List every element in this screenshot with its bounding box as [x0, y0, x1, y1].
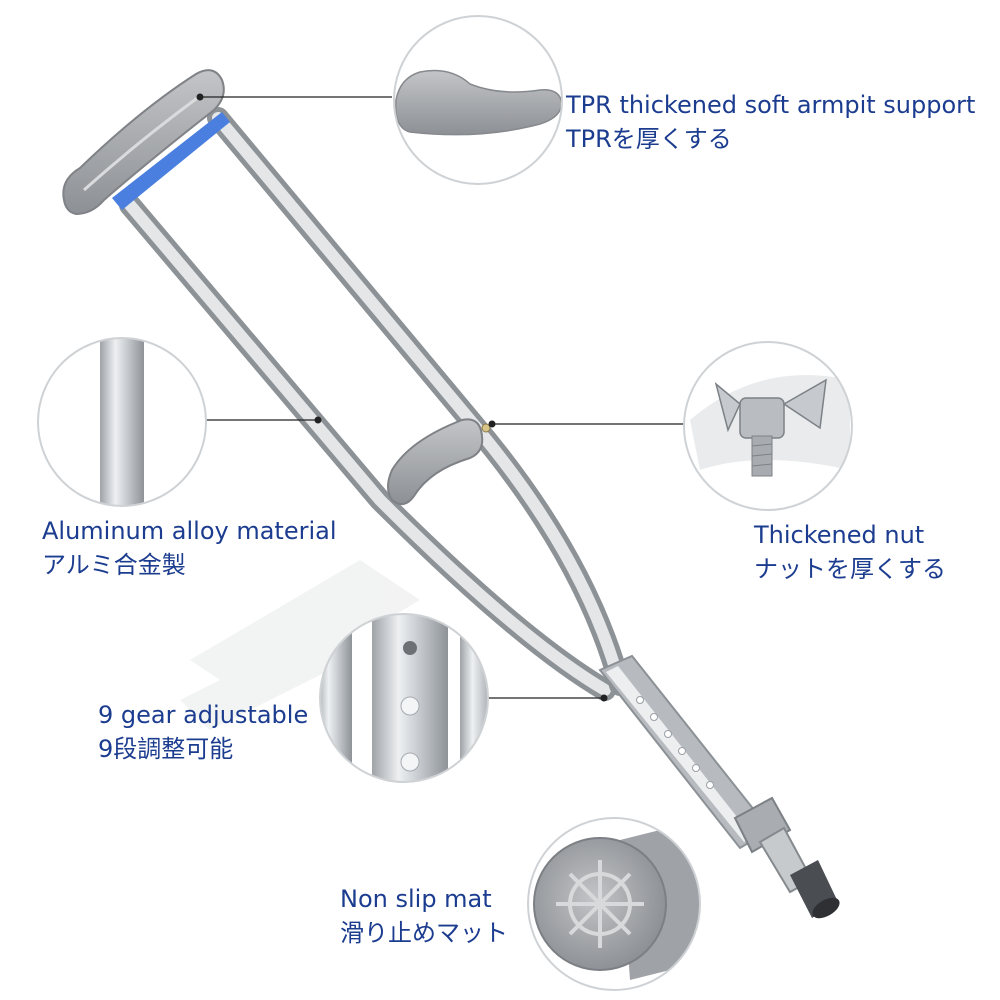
leader-dots	[196, 93, 608, 702]
aluminum-label-ja: アルミ合金製	[42, 551, 186, 579]
gear-label-en: 9 gear adjustable	[98, 701, 309, 729]
crutch-frame	[119, 107, 631, 701]
leader-lines	[200, 96, 684, 699]
armpit-label-en: TPR thickened soft armpit support	[566, 91, 976, 119]
armpit-pad-icon	[393, 15, 563, 185]
nut-label-ja: ナットを厚くする	[754, 555, 946, 583]
hand-grip	[387, 418, 491, 506]
wing-nut-icon	[683, 341, 853, 511]
nut-label-en: Thickened nut	[754, 521, 925, 549]
mat-label-en: Non slip mat	[340, 885, 492, 913]
armpit-label-ja: TPRを厚くする	[566, 125, 732, 153]
callout-gear-label: 9 gear adjustable 9段調整可能	[98, 698, 308, 766]
mat-label-ja: 滑り止めマット	[340, 919, 508, 947]
callout-armpit-label: TPR thickened soft armpit support TPRを厚く…	[566, 88, 975, 156]
gear-label-ja: 9段調整可能	[98, 735, 234, 763]
armpit-pad	[62, 69, 230, 216]
rubber-tip-icon	[527, 817, 701, 991]
lower-tube	[598, 654, 840, 919]
callout-nut-label: Thickened nut ナットを厚くする	[754, 518, 946, 586]
aluminum-label-en: Aluminum alloy material	[42, 517, 337, 545]
callout-aluminum-label: Aluminum alloy material アルミ合金製	[42, 514, 337, 582]
callout-mat-label: Non slip mat 滑り止めマット	[340, 882, 508, 950]
crutch-shadow	[180, 560, 420, 730]
aluminum-tube-icon	[37, 337, 207, 507]
